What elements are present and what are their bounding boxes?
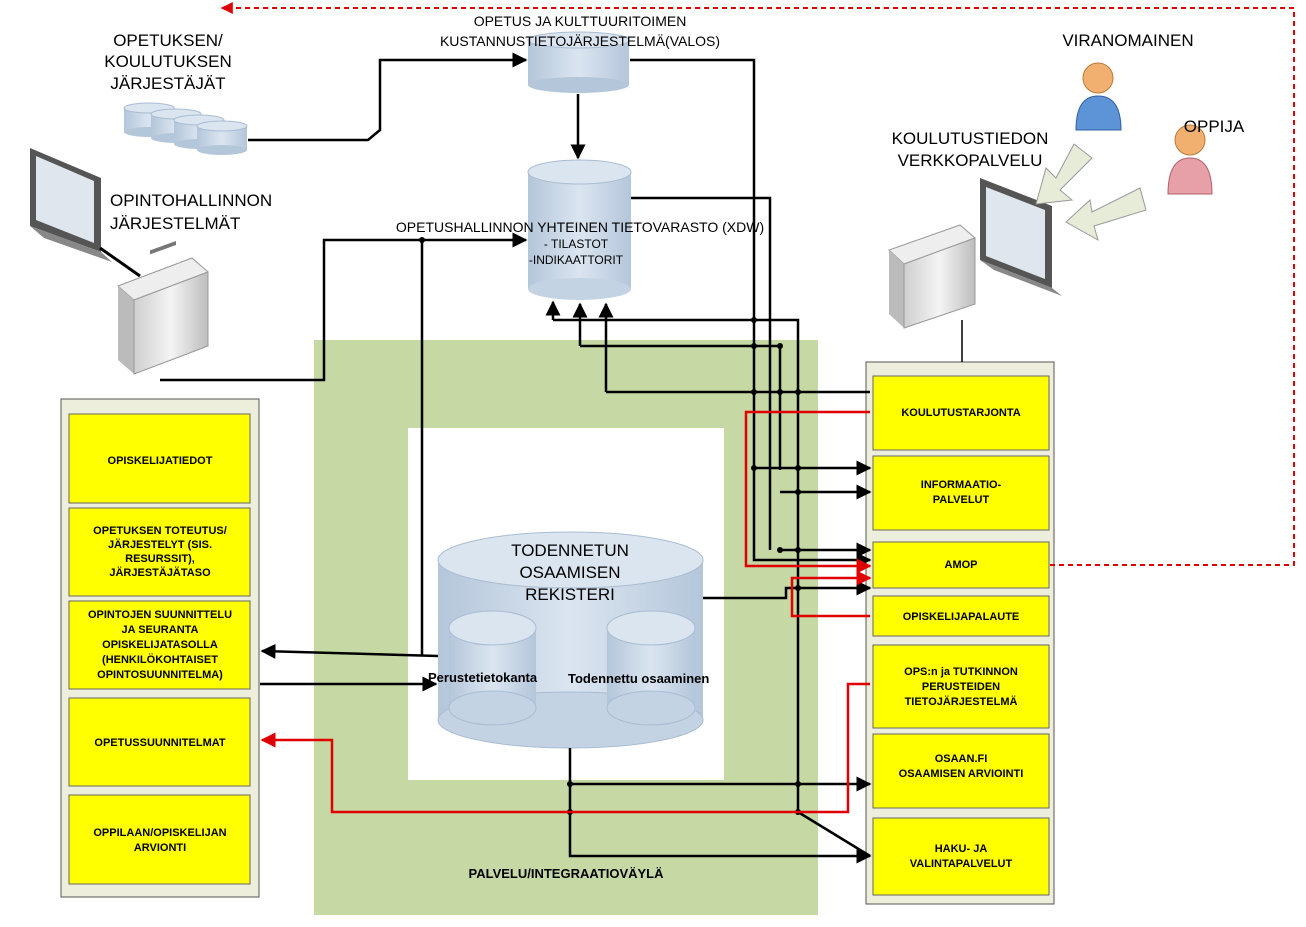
right-box-6: HAKU- JA VALINTAPALVELUT [872, 817, 1050, 896]
left-box-label: RESURSSIT), [125, 553, 195, 565]
right-box-label: HAKU- JA [935, 843, 988, 855]
right-box-label: INFORMAATIO- [921, 479, 1002, 491]
right-box-1: INFORMAATIO- PALVELUT [872, 455, 1050, 531]
registry-label: TODENNETUN [511, 541, 629, 560]
right-box-label: TIETOJÄRJESTELMÄ [905, 695, 1018, 708]
dashed-red-feedback-line [220, 2, 1295, 566]
providers-label: JÄRJESTÄJÄT [110, 74, 225, 93]
junction-dots [419, 237, 801, 815]
right-box-0: KOULUTUSTARJONTA [872, 375, 1050, 451]
registry-label: REKISTERI [525, 585, 615, 604]
providers-label: OPETUKSEN/ [113, 31, 223, 50]
registry-label: OSAAMISEN [519, 563, 620, 582]
left-box-2: OPINTOJEN SUUNNITTELU JA SEURANTA OPISKE… [68, 600, 251, 690]
web-service-label: VERKKOPALVELU [898, 151, 1043, 170]
verified-db-label: Todennettu osaaminen [568, 671, 709, 686]
study-admin-label: OPINTOHALLINNON [110, 191, 272, 210]
xdw-database [527, 159, 632, 300]
xdw-sublabel: -INDIKAATTORIT [529, 253, 624, 267]
valos-label: KUSTANNUSTIETOJÄRJESTELMÄ(VALOS) [440, 33, 720, 49]
right-box-label: OPS:n ja TUTKINNON [904, 666, 1018, 678]
web-service-label: KOULUTUSTIEDON [892, 129, 1049, 148]
right-box-2: AMOP [872, 541, 1050, 589]
web-service-computer-icon [888, 178, 1062, 362]
left-box-label: JÄRJESTELYT (SIS. [108, 538, 212, 551]
xdw-label: OPETUSHALLINNON YHTEINEN TIETOVARASTO (X… [396, 219, 764, 235]
bus-label: PALVELU/INTEGRAATIOVÄYLÄ [469, 866, 665, 881]
left-box-label: OPISKELIJATASOLLA [102, 639, 218, 651]
left-box-1: OPETUKSEN TOTEUTUS/ JÄRJESTELYT (SIS. RE… [68, 507, 251, 597]
learner-label: OPPIJA [1184, 117, 1245, 136]
left-box-label: OPETUSSUUNNITELMAT [94, 737, 225, 749]
right-box-label: PALVELUT [933, 494, 990, 506]
left-box-label: OPETUKSEN TOTEUTUS/ [93, 525, 227, 537]
authority-arrow-icon [1035, 143, 1093, 205]
valos-label: OPETUS JA KULTTUURITOIMEN [474, 13, 687, 29]
right-box-3: OPISKELIJAPALAUTE [872, 595, 1050, 637]
providers-databases [123, 102, 248, 155]
left-box-label: ARVIONTI [134, 842, 186, 854]
left-box-label: OPINTOSUUNNITELMA) [97, 669, 223, 681]
base-db-label: Perustetietokanta [428, 670, 538, 685]
study-admin-label: JÄRJESTELMÄT [110, 214, 240, 233]
study-admin-computer-icon [30, 148, 209, 375]
red-connectors [260, 410, 872, 814]
left-box-label: OPPILAAN/OPISKELIJAN [93, 827, 226, 839]
left-box-label: OPINTOJEN SUUNNITTELU [88, 609, 232, 621]
left-box-label: (HENKILÖKOHTAISET [102, 653, 218, 666]
left-box-4: OPPILAAN/OPISKELIJAN ARVIONTI [68, 794, 251, 885]
learner-arrow-icon [1065, 187, 1147, 242]
xdw-sublabel: - TILASTOT [544, 237, 609, 251]
left-box-3: OPETUSSUUNNITELMAT [68, 697, 251, 787]
right-box-label: KOULUTUSTARJONTA [901, 407, 1020, 419]
left-box-label: JA SEURANTA [121, 624, 198, 636]
right-box-label: OPISKELIJAPALAUTE [903, 611, 1020, 623]
right-box-5: OSAAN.FI OSAAMISEN ARVIOINTI [872, 733, 1050, 809]
right-box-label: PERUSTEIDEN [922, 681, 1000, 693]
left-box-label: OPISKELIJATIEDOT [108, 455, 213, 467]
authority-person-icon [1075, 62, 1122, 131]
left-box-label: JÄRJESTÄJÄTASO [109, 566, 211, 579]
authority-label: VIRANOMAINEN [1062, 31, 1193, 50]
right-box-label: OSAAN.FI [935, 753, 988, 765]
right-box-4: OPS:n ja TUTKINNON PERUSTEIDEN TIETOJÄRJ… [872, 644, 1050, 729]
right-box-label: VALINTAPALVELUT [910, 858, 1013, 870]
left-box-0: OPISKELIJATIEDOT [68, 413, 251, 504]
registry-database [437, 531, 704, 749]
right-box-label: OSAAMISEN ARVIOINTI [899, 768, 1024, 780]
right-box-label: AMOP [945, 559, 978, 571]
learner-person-icon [1167, 124, 1213, 195]
providers-label: KOULUTUKSEN [104, 52, 232, 71]
valos-database [527, 31, 630, 93]
